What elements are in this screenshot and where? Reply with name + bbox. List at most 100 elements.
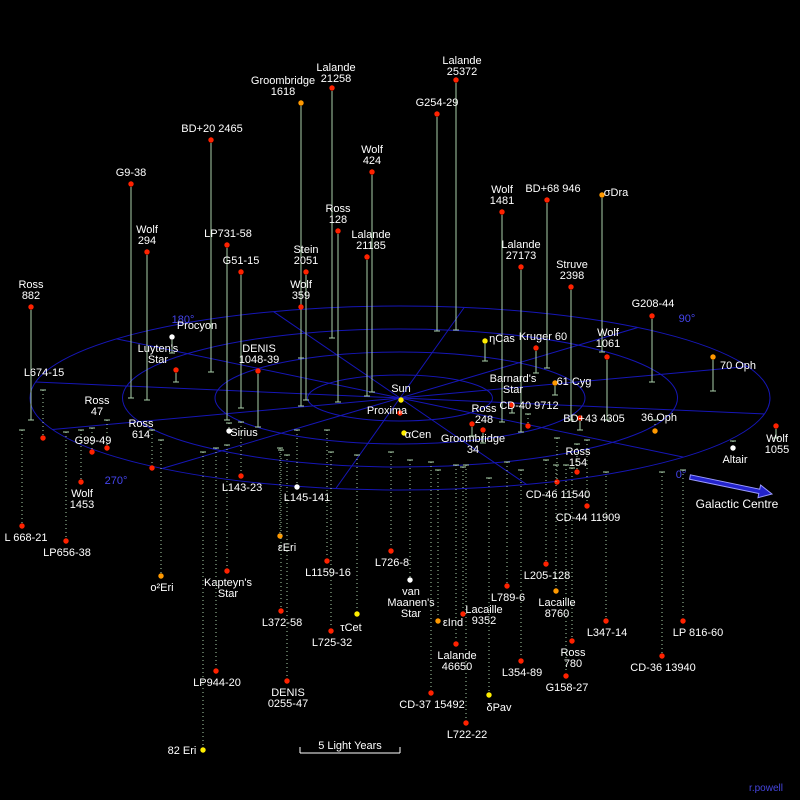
star-g51-15: G51-15 [223,255,260,409]
star-dot [509,402,515,408]
star-cd-37-15492: CD-37 15492 [399,461,465,711]
star-label: ηCas [489,333,515,345]
star-dot [504,583,510,589]
star-label: L722-22 [447,729,487,741]
star-label: L354-89 [502,667,542,679]
star-label: 780 [564,658,582,670]
star-dot [397,410,403,416]
star-label: 82 Eri [168,745,197,757]
star-label: Star [503,384,524,396]
star-bd-20-2465: BD+20 2465 [181,123,243,373]
star-dot [554,479,560,485]
star-label: Struve [556,259,588,271]
star-dot [226,428,232,434]
star-label: Star [218,588,239,600]
star-dot [486,692,492,698]
stars-layer: Lalande25372Lalande21258Groombridge1618G… [4,55,789,757]
star-label: L372-58 [262,617,302,629]
star-label: 882 [22,290,40,302]
star-label: Luyten's [138,343,179,355]
star-label: Star [401,608,422,620]
star-label: Wolf [136,224,159,236]
star-label: Lalande [437,650,476,662]
star-label: L1159-16 [305,567,351,579]
star-label: Wolf [766,433,789,445]
star-label: LP944-20 [193,677,241,689]
star-label: DENIS [271,687,305,699]
star-label: 21258 [321,73,352,85]
star-dot [19,523,25,529]
star-dot [460,611,466,617]
star-label: αCen [405,429,432,441]
star-label: CD-37 15492 [399,699,464,711]
star-label: van [402,586,420,598]
star-label: G158-27 [546,682,589,694]
star-dot [28,304,34,310]
star-l789-6: L789-6 [491,461,525,604]
star-label: 25372 [447,66,478,78]
star-dot [499,209,505,215]
credit-text: r.powell [749,783,783,794]
star-label: 47 [91,406,103,418]
star-82-eri: 82 Eri [168,451,206,757]
star-label: L674-15 [24,367,64,379]
star-dot [533,345,539,351]
star-dot [434,111,440,117]
star-lp944-20: LP944-20 [193,447,241,689]
star-altair: Altair [722,440,748,466]
star-dot [603,618,609,624]
star-l372-58: L372-58 [262,449,302,629]
star-dot [238,269,244,275]
star-label: 614 [132,429,150,441]
star-dot [224,568,230,574]
star-dot [435,618,441,624]
star-g208-44: G208-44 [632,298,674,383]
star-61-cyg: 61 Cyg [552,376,591,396]
star-dot [149,465,155,471]
degree-label: 0° [676,469,687,481]
scale-bar-label: 5 Light Years [318,740,382,752]
star-label: BD+68 946 [525,183,580,195]
star-label: δPav [486,702,512,714]
star-label: 9352 [472,615,496,627]
star-dot [569,638,575,644]
star-cen: αCen [401,429,431,441]
star-label: G51-15 [223,255,260,267]
star-label: G254-29 [416,97,459,109]
star-label: Proxima [367,405,408,417]
star-dot [599,192,605,198]
star-dot [40,435,46,441]
star-cas: ηCas [482,333,515,362]
star-cd-36-13940: CD-36 13940 [630,471,696,674]
star-l145-141: L145-141 [284,429,330,504]
star-l725-32: L725-32 [312,451,352,649]
star-dot [144,249,150,255]
star-dot [407,577,413,583]
star-label: Wolf [597,327,620,339]
star-label: 21185 [356,240,386,252]
star-label: 0255-47 [268,698,308,710]
star-ind: εInd [435,469,463,629]
star-procyon: Procyon [169,320,217,354]
star-dot [335,228,341,234]
star-dot [324,558,330,564]
star-label: 424 [363,155,381,167]
star-label: Groombridge [251,75,315,87]
star-36-oph: 36 Oph [641,412,677,434]
star-label: Kruger 60 [519,331,567,343]
star-label: 34 [467,444,479,456]
star-dot [574,469,580,475]
star-label: 2051 [294,255,318,267]
star-label: Stein [293,244,318,256]
star-label: 128 [329,214,347,226]
star-dot [453,641,459,647]
star-dot [294,484,300,490]
